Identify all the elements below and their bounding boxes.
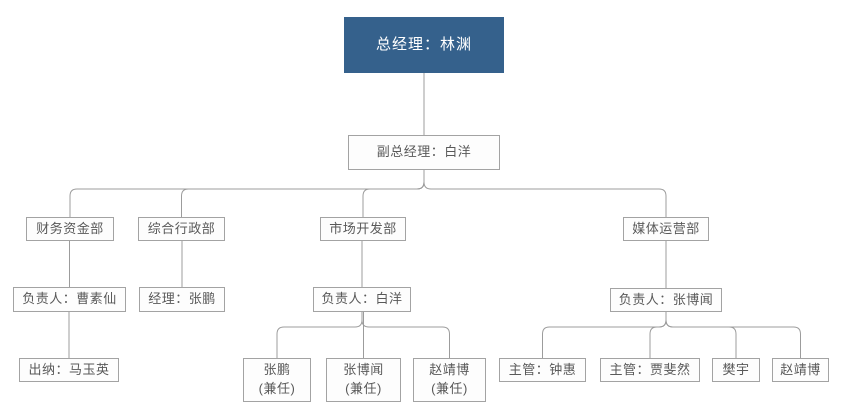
org-node-label-line: 赵靖博 <box>429 362 470 378</box>
org-node-dgm: 副总经理：白洋 <box>348 135 500 170</box>
org-node-label: 市场开发部 <box>329 220 397 236</box>
org-node-label-line: (兼任) <box>258 381 296 396</box>
connector-dgm-dept-finance <box>69 170 425 217</box>
org-node-dept-market: 市场开发部 <box>320 217 406 241</box>
org-node-market-m3: 赵靖博 (兼任) <box>413 358 486 402</box>
org-node-label: 经理：张鹏 <box>148 291 216 307</box>
connector-lead-media-media-s2 <box>649 312 667 358</box>
org-node-dept-media: 媒体运营部 <box>623 217 709 241</box>
org-node-label: 赵靖博 <box>780 361 821 377</box>
org-node-gm: 总经理：林渊 <box>344 17 504 73</box>
org-node-lead-admin: 经理：张鹏 <box>139 287 225 312</box>
org-node-media-s2: 主管：贾斐然 <box>600 358 700 382</box>
org-node-label: 主管：钟惠 <box>508 361 577 377</box>
org-node-label-line: 张博闻 <box>343 362 384 378</box>
connector-lead-media-media-s1 <box>542 312 667 358</box>
org-node-cashier: 出纳：马玉英 <box>19 358 119 382</box>
org-node-dept-finance: 财务资金部 <box>26 217 114 241</box>
org-node-market-m2: 张博闻 (兼任) <box>326 358 401 402</box>
connector-lead-market-market-m1 <box>276 312 363 358</box>
org-node-market-m1: 张鹏 (兼任) <box>243 358 311 402</box>
org-node-label-line: (兼任) <box>431 381 468 396</box>
org-node-label-line: 张鹏 <box>263 362 291 378</box>
org-node-label: 负责人：白洋 <box>321 291 403 307</box>
org-node-media-s3: 樊宇 <box>712 358 760 382</box>
org-node-label-line: (兼任) <box>345 381 382 396</box>
org-node-label: 财务资金部 <box>36 220 104 236</box>
connector-dgm-dept-media <box>423 170 667 217</box>
org-node-lead-market: 负责人：白洋 <box>313 287 411 312</box>
connector-lead-media-media-s4 <box>665 312 801 358</box>
org-node-dept-admin: 综合行政部 <box>138 217 225 241</box>
org-node-label: 樊宇 <box>722 361 750 377</box>
org-node-label: 主管：贾斐然 <box>609 361 691 377</box>
org-node-media-s1: 主管：钟惠 <box>499 358 586 382</box>
org-node-lead-media: 负责人：张博闻 <box>610 288 722 312</box>
org-node-label: 副总经理：白洋 <box>376 144 472 160</box>
connector-dgm-dept-admin <box>181 170 425 217</box>
connector-lead-media-media-s3 <box>665 312 737 358</box>
connector-lead-market-market-m3 <box>361 312 450 358</box>
org-node-label: 负责人：张博闻 <box>618 291 714 307</box>
org-node-label: 综合行政部 <box>147 220 216 236</box>
connector-dgm-dept-market <box>362 170 425 217</box>
org-node-label: 出纳：马玉英 <box>28 361 110 377</box>
org-node-label: 负责人：曹素仙 <box>22 291 117 307</box>
org-node-label: 媒体运营部 <box>632 220 700 236</box>
org-node-lead-finance: 负责人：曹素仙 <box>13 287 126 312</box>
org-node-media-s4: 赵靖博 <box>772 358 829 382</box>
org-node-label: 总经理：林渊 <box>375 36 472 54</box>
